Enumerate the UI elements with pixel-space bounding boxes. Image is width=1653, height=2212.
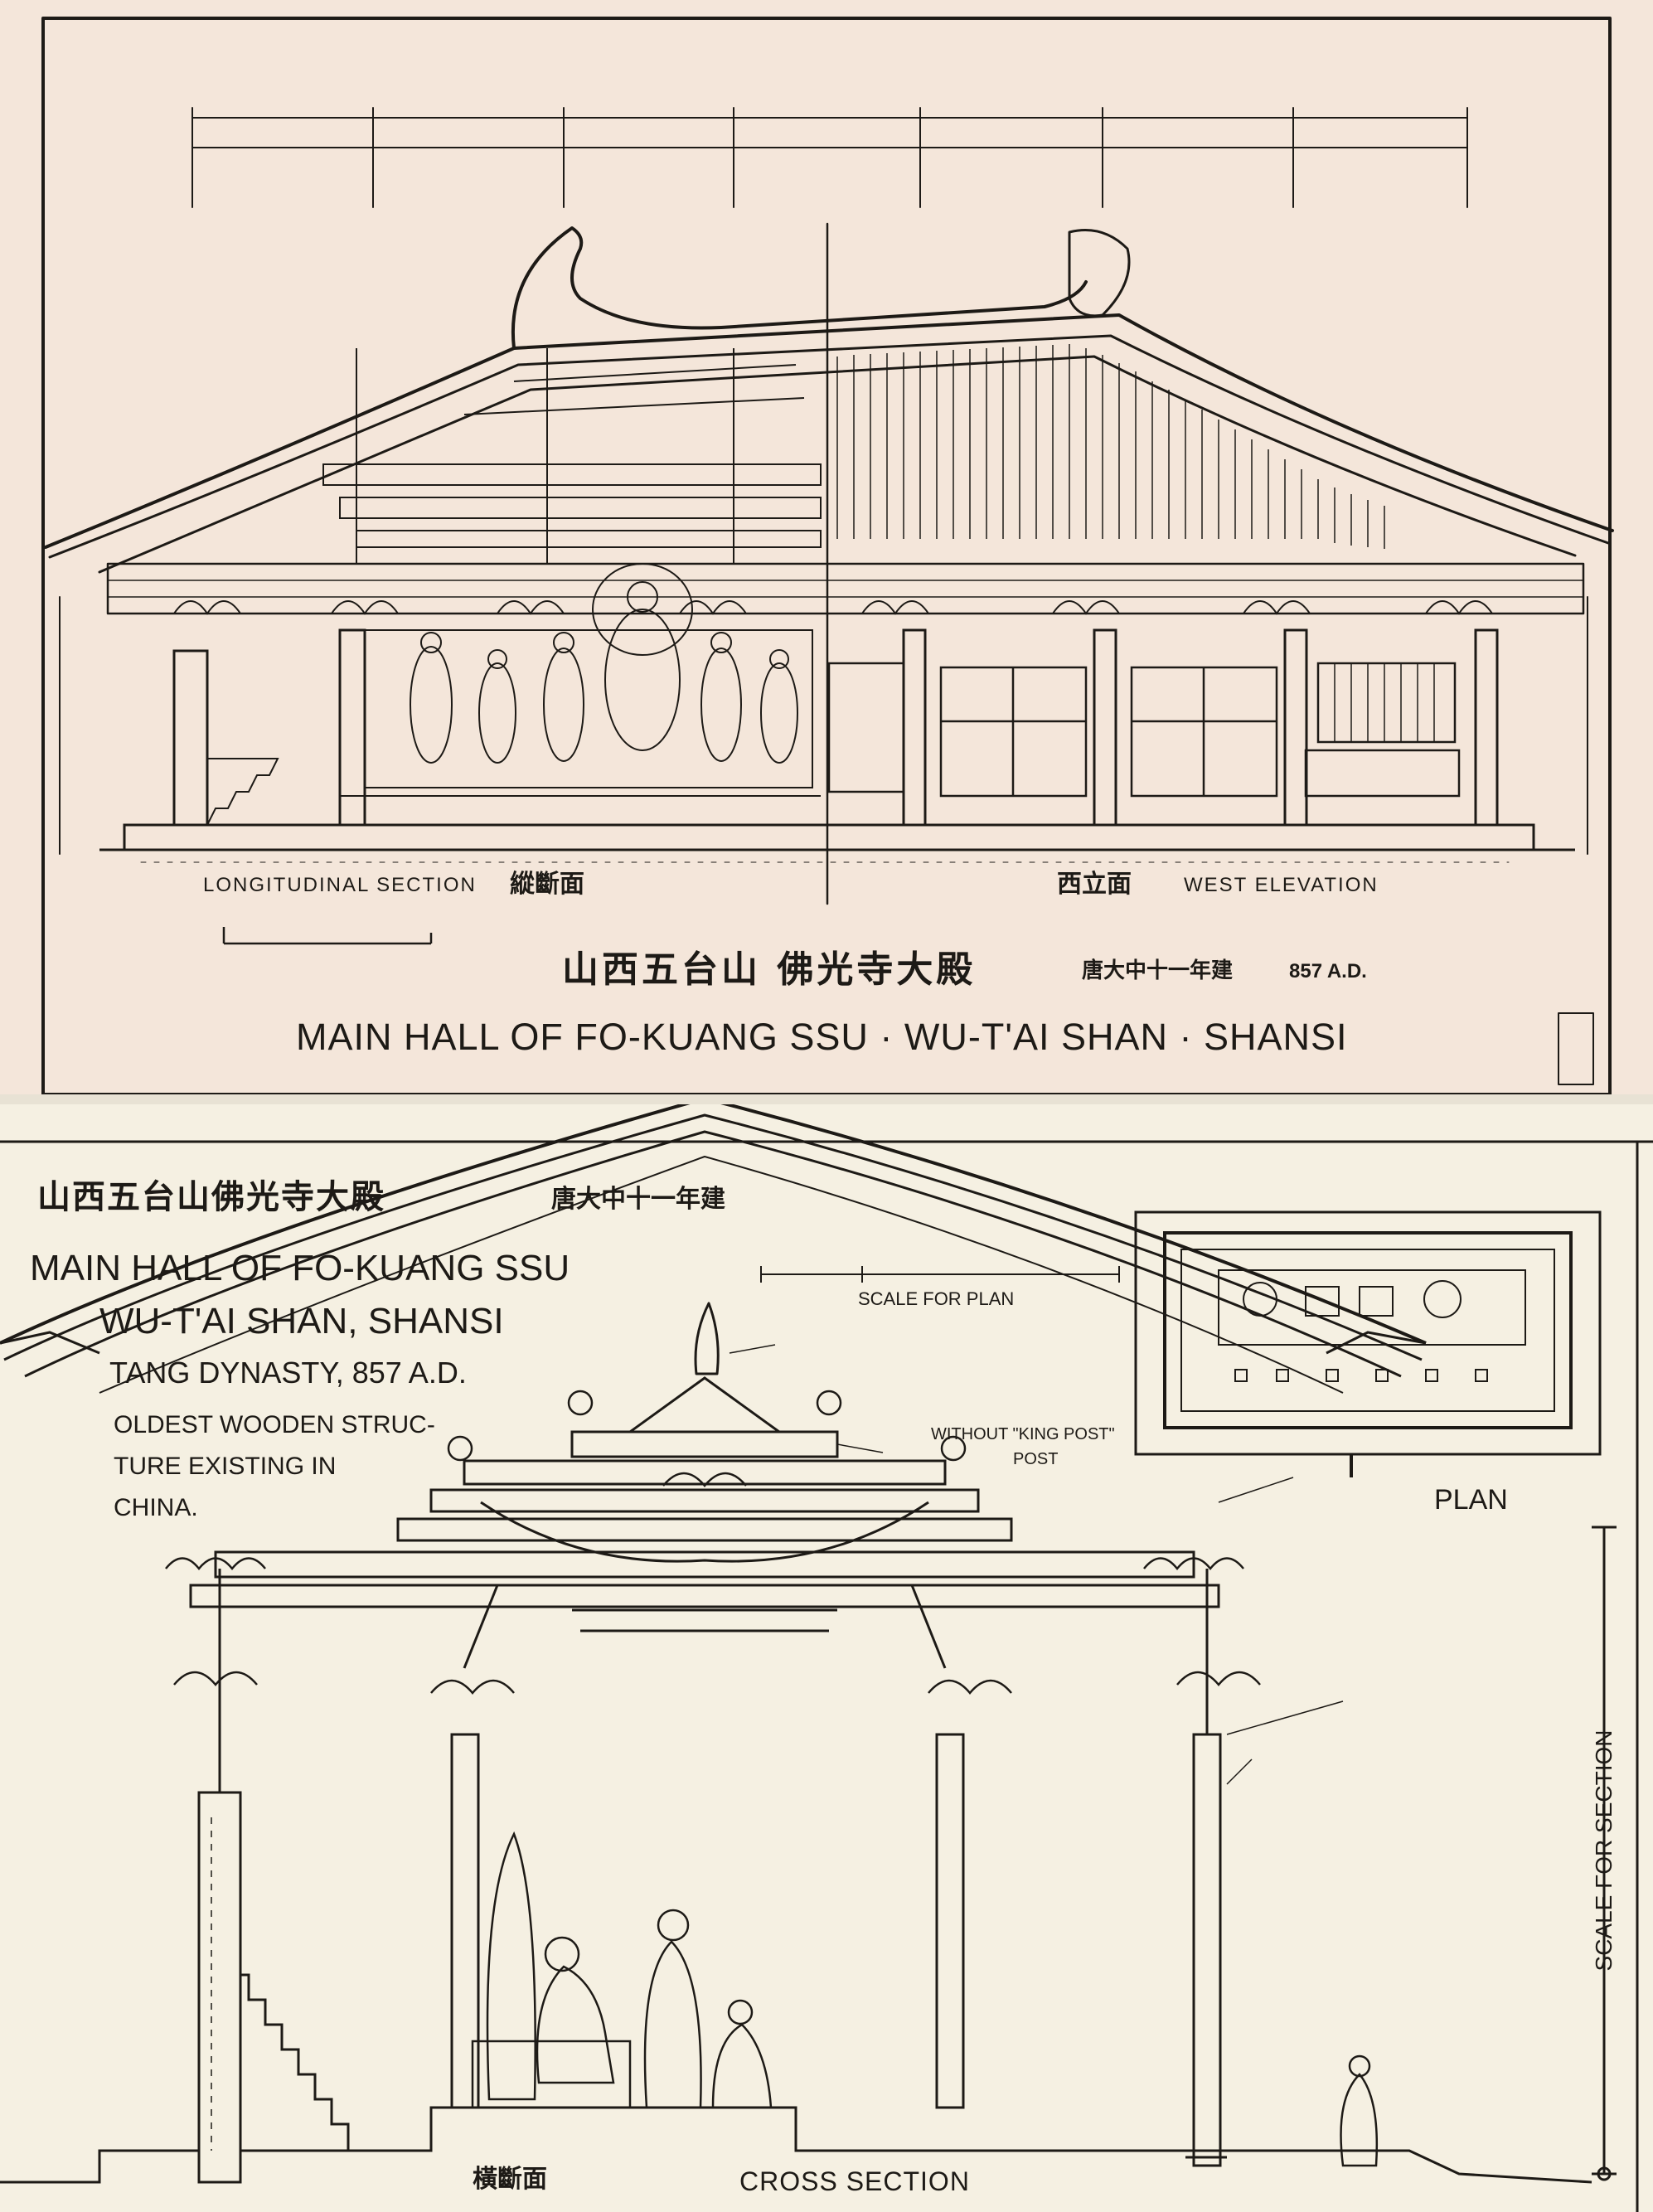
top-title-en: MAIN HALL OF FO-KUANG SSU · WU-T'AI SHAN… bbox=[296, 1016, 1348, 1058]
cross-section-roof bbox=[0, 1104, 1427, 1394]
longitudinal-section-caption-cn: 縱斷面 bbox=[510, 870, 584, 899]
note-line-1: OLDEST WOODEN STRUC- bbox=[114, 1411, 435, 1438]
bottom-title-en-line1: MAIN HALL OF FO-KUANG SSU bbox=[30, 1248, 570, 1288]
platform-base bbox=[99, 758, 1575, 851]
top-scale-bar bbox=[222, 927, 433, 945]
cross-section-caption-cn: 橫斷面 bbox=[473, 2165, 547, 2194]
bracket-band bbox=[106, 562, 1585, 615]
roof-tile-hatching bbox=[836, 344, 1385, 549]
bottom-drawing-sheet: 山西五台山佛光寺大殿 唐大中十一年建 MAIN HALL OF FO-KUANG… bbox=[0, 1104, 1653, 2212]
dimension-ticks bbox=[191, 107, 1468, 208]
annotation-leader-lines bbox=[729, 1344, 1344, 1785]
king-post-annotation: WITHOUT "KING POST" bbox=[931, 1425, 1115, 1443]
plan-drawing bbox=[1134, 1210, 1602, 1477]
top-date-cn: 唐大中十一年建 bbox=[1082, 958, 1234, 983]
dynasty-label: TANG DYNASTY, 857 A.D. bbox=[109, 1356, 467, 1390]
top-sheet-border bbox=[41, 17, 1612, 1094]
cross-section-columns bbox=[197, 1569, 1222, 2184]
sheet-divider bbox=[0, 1094, 1653, 1104]
top-drawing-sheet: LONGITUDINAL SECTION 縱斷面 西立面 WEST ELEVAT… bbox=[0, 0, 1653, 1094]
west-elevation-caption: WEST ELEVATION bbox=[1184, 874, 1379, 896]
elevation-windows bbox=[827, 662, 1461, 798]
chiwen-ridge-ornament bbox=[1068, 229, 1131, 318]
top-seal-stamp bbox=[1558, 1012, 1594, 1085]
plan-scale-label: SCALE FOR PLAN bbox=[858, 1288, 1015, 1309]
section-scale-bar bbox=[1592, 1526, 1617, 2181]
cross-section-caption: CROSS SECTION bbox=[739, 2166, 970, 2196]
note-line-2: TURE EXISTING IN bbox=[114, 1453, 337, 1480]
cross-section-base bbox=[0, 1817, 1592, 2184]
bottom-title-cn: 山西五台山佛光寺大殿 bbox=[37, 1177, 385, 1216]
plan-scale-bar bbox=[760, 1266, 1120, 1283]
section-scale-label: SCALE FOR SECTION bbox=[1591, 1729, 1617, 1972]
plan-label: PLAN bbox=[1434, 1484, 1508, 1516]
top-date: 857 A.D. bbox=[1289, 960, 1367, 982]
buddha-statues-group bbox=[364, 563, 813, 788]
cross-section-statues bbox=[471, 1831, 1379, 2167]
ridge-finial bbox=[694, 1302, 720, 1375]
longitudinal-section-caption: LONGITUDINAL SECTION bbox=[203, 874, 477, 896]
top-title-cn: 山西五台山 佛光寺大殿 bbox=[562, 948, 977, 991]
roof-outline bbox=[44, 226, 1614, 574]
bracket-clusters bbox=[165, 1390, 1261, 1695]
west-elevation-caption-cn: 西立面 bbox=[1057, 870, 1132, 899]
note-line-3: CHINA. bbox=[114, 1494, 198, 1521]
longitudinal-section-and-west-elevation-drawing bbox=[41, 17, 1614, 1094]
bottom-date-cn: 唐大中十一年建 bbox=[551, 1185, 725, 1214]
cross-section-and-plan-drawing bbox=[0, 1104, 1653, 2212]
interior-beams bbox=[322, 348, 822, 564]
post-annotation: POST bbox=[1013, 1450, 1059, 1468]
bottom-title-en-line2: WU-T'AI SHAN, SHANSI bbox=[99, 1301, 504, 1341]
